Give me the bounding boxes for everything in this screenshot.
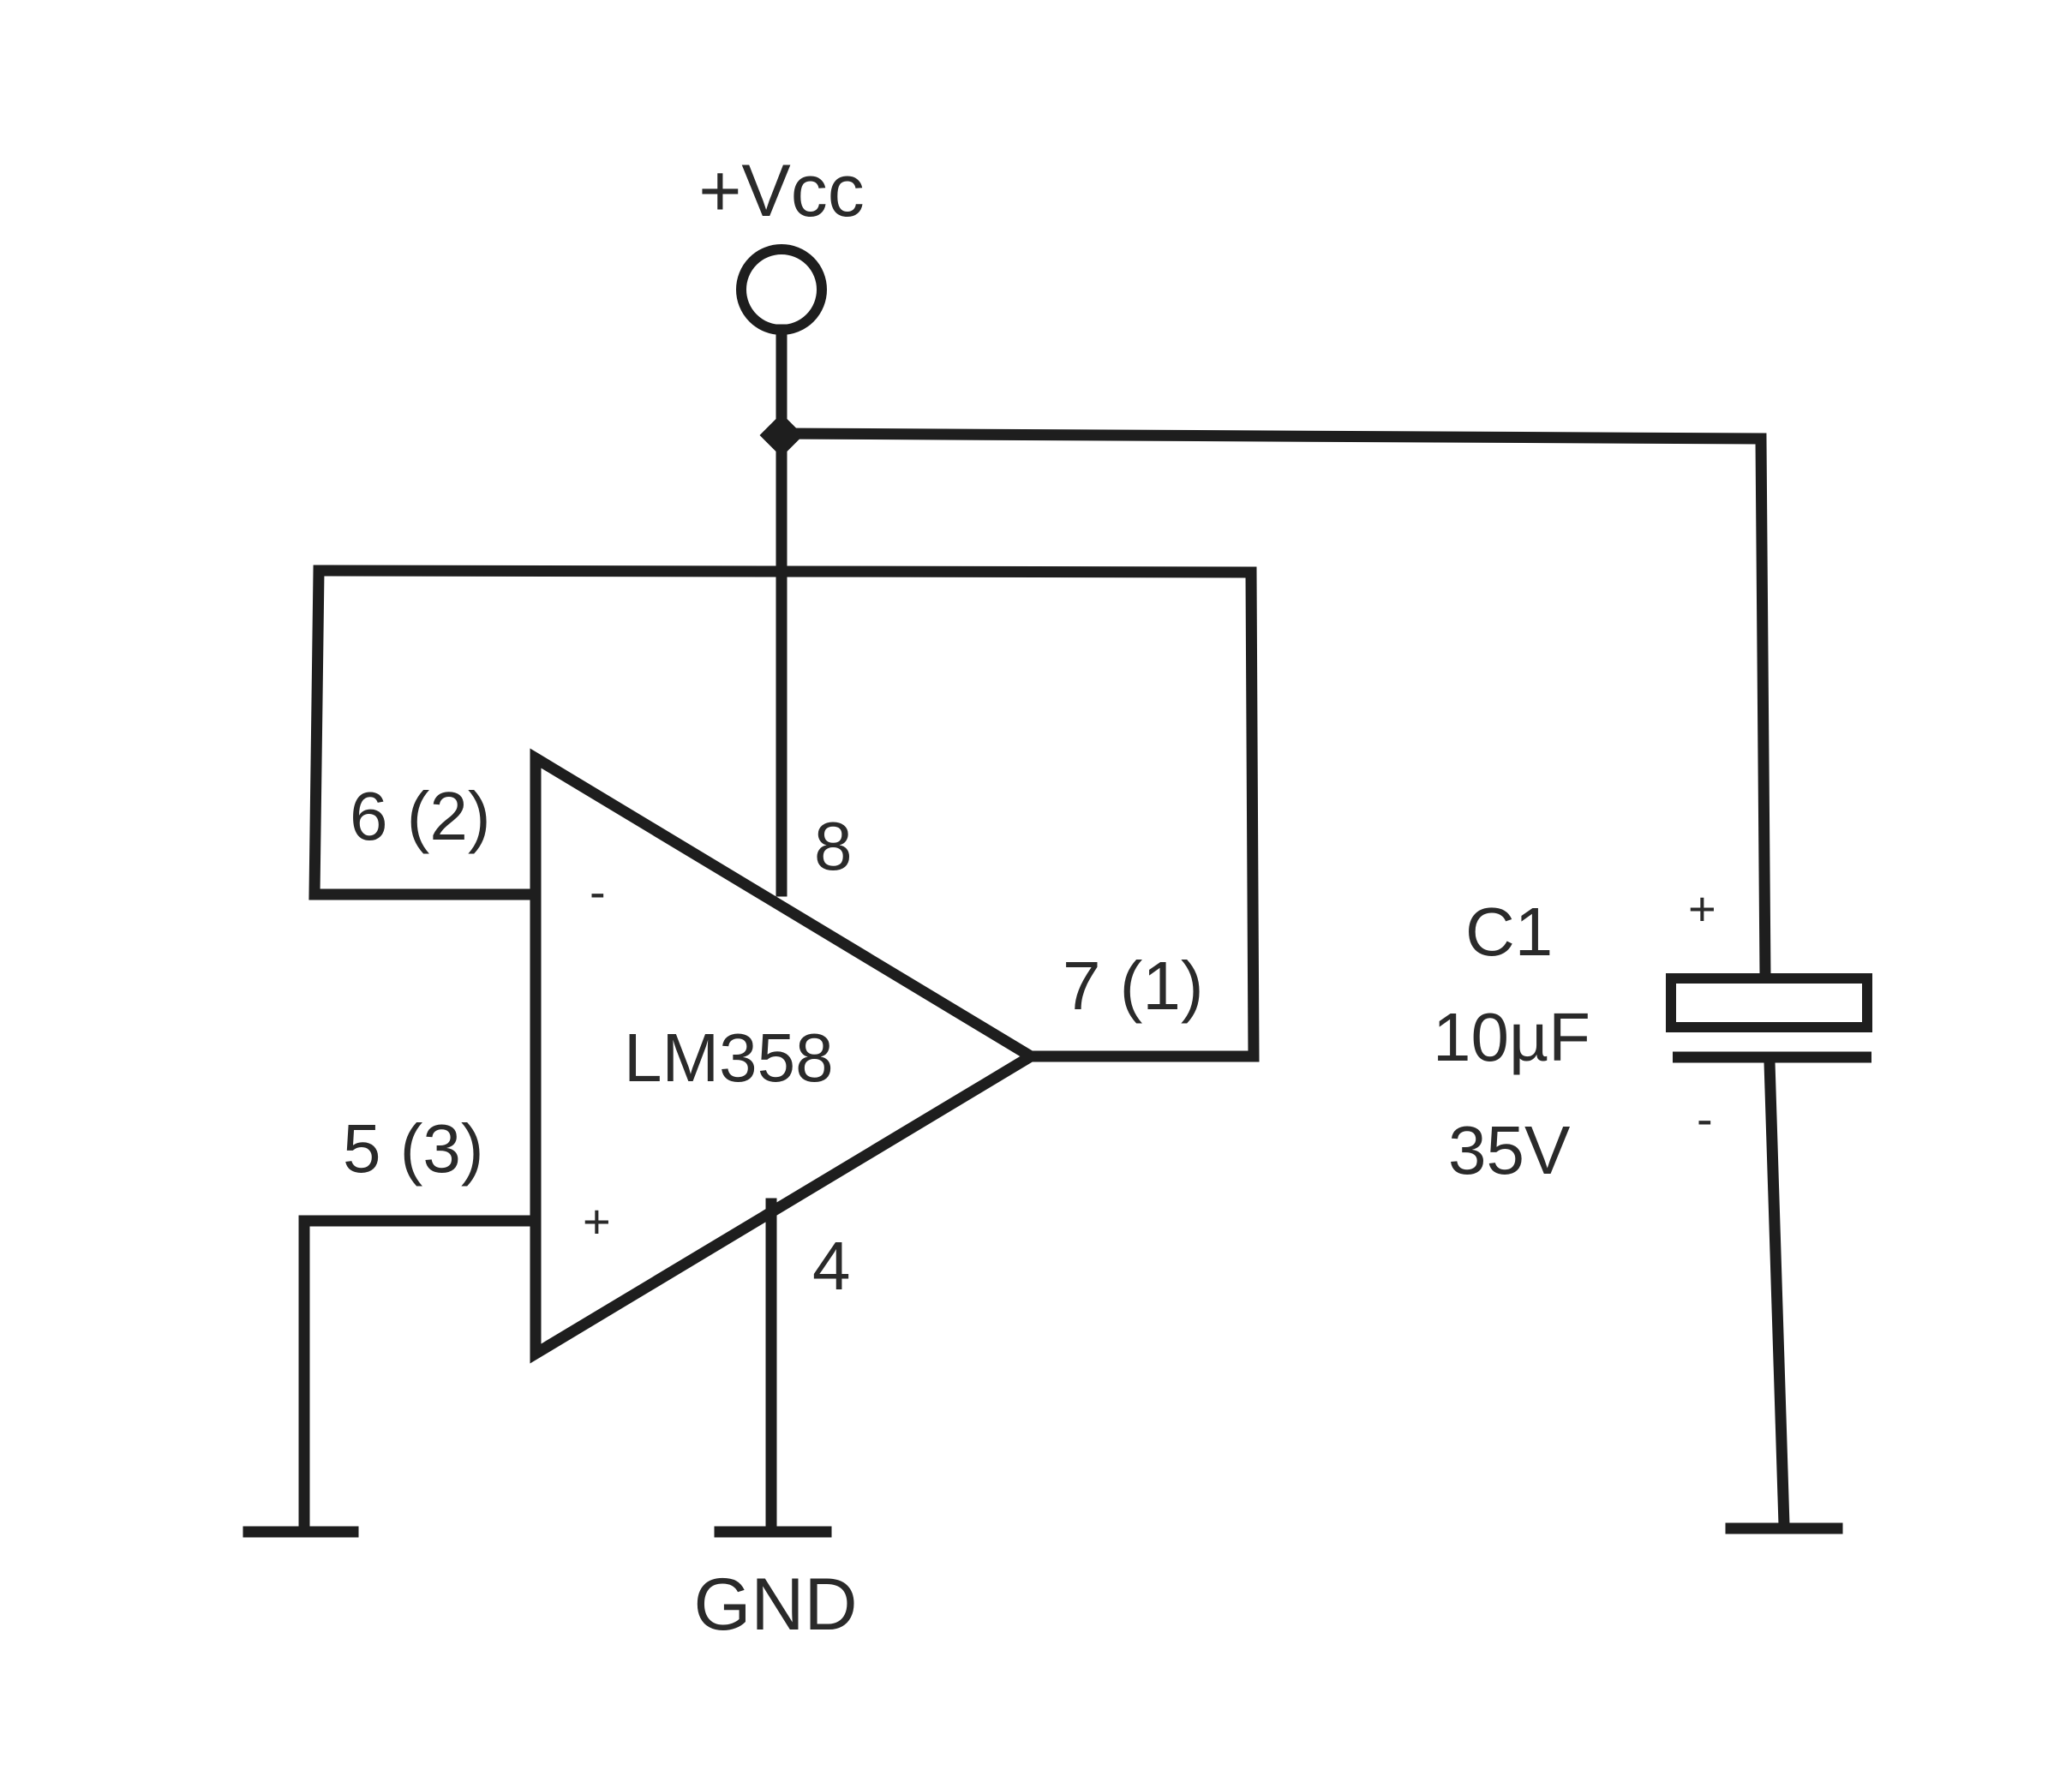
vcc-label: +Vcc: [698, 150, 865, 232]
capacitor-value-label: 10µF: [1433, 999, 1590, 1075]
feedback-wire: [308, 565, 1260, 1062]
capacitor-plus-sign: +: [1688, 882, 1716, 936]
opamp-minus-sign: -: [590, 864, 606, 918]
noninverting-ground-wire: [298, 1215, 542, 1535]
pin-output-label: 7 (1): [1063, 948, 1204, 1024]
pin-noninverting-label: 5 (3): [343, 1110, 484, 1187]
capacitor-ref-label: C1: [1465, 894, 1553, 970]
capacitor-positive-plate: [1666, 973, 1872, 1032]
opamp-part-label: LM358: [624, 1020, 834, 1096]
pin-gnd-label: 4: [812, 1228, 851, 1304]
pin-inverting-label: 6 (2): [350, 778, 491, 854]
capacitor-minus-sign: -: [1697, 1091, 1713, 1145]
opamp-triangle: [530, 748, 1042, 1364]
capacitor-voltage-label: 35V: [1448, 1112, 1571, 1188]
vcc-terminal: [736, 244, 827, 335]
gnd-label: GND: [693, 1564, 857, 1646]
capacitor-ground-wire: [1764, 1056, 1790, 1531]
capacitor-supply-wire: [776, 428, 1771, 983]
opamp-plus-sign: +: [583, 1194, 611, 1248]
pin-vplus-label: 8: [814, 808, 853, 884]
